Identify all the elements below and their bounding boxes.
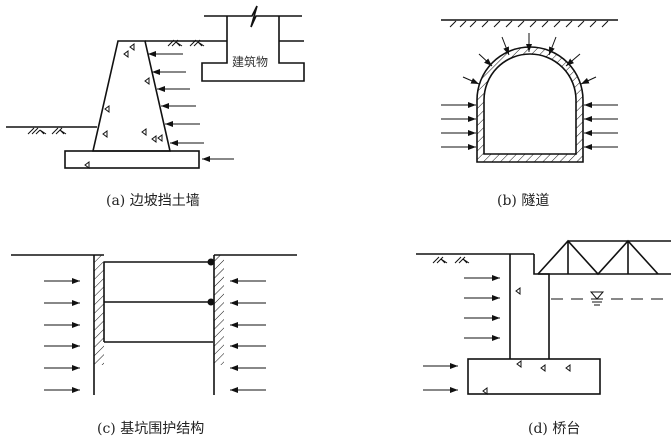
arrow [501, 36, 510, 56]
concrete-marks [84, 43, 163, 169]
panel-a-retaining-wall: 建筑物 [6, 5, 305, 169]
tunnel-lining-inner [483, 53, 577, 155]
building-label: 建筑物 [232, 54, 268, 69]
arrow [565, 53, 581, 67]
concrete-marks [482, 287, 571, 395]
soil-symbol [449, 20, 609, 28]
wall-footing [64, 150, 200, 169]
break-line [227, 5, 279, 28]
soil-hatch-left [94, 255, 104, 365]
caption-a: (a) 边坡挡土墙 [106, 193, 200, 209]
building-outline [201, 16, 305, 82]
soil-symbol [432, 256, 470, 264]
anchor-node [207, 298, 215, 306]
abutment-footing [467, 358, 601, 395]
arrow [580, 76, 597, 85]
earth-pressure-arrows [423, 275, 500, 393]
earth-pressure-arrows [44, 278, 266, 393]
caption-d: (d) 桥台 [528, 421, 581, 437]
panel-b-tunnel [441, 19, 618, 163]
earth-pressure-arrows [148, 51, 234, 162]
water-level-icon [589, 291, 605, 306]
panel-c-excavation-support [11, 254, 297, 395]
anchor-node [207, 258, 215, 266]
earth-pressure-arrows [441, 33, 618, 150]
caption-c: (c) 基坑围护结构 [97, 421, 205, 437]
arrow [478, 53, 493, 67]
caption-b: (b) 隧道 [497, 193, 550, 209]
soil-hatch-right [214, 255, 224, 365]
retaining-wall [91, 40, 172, 152]
building: 建筑物 [201, 5, 305, 82]
abutment-wall [509, 254, 550, 359]
arrow [548, 36, 557, 56]
panel-d-bridge-abutment [416, 239, 671, 395]
soil-symbol [27, 39, 205, 135]
truss [537, 239, 671, 276]
arrow [462, 76, 480, 85]
